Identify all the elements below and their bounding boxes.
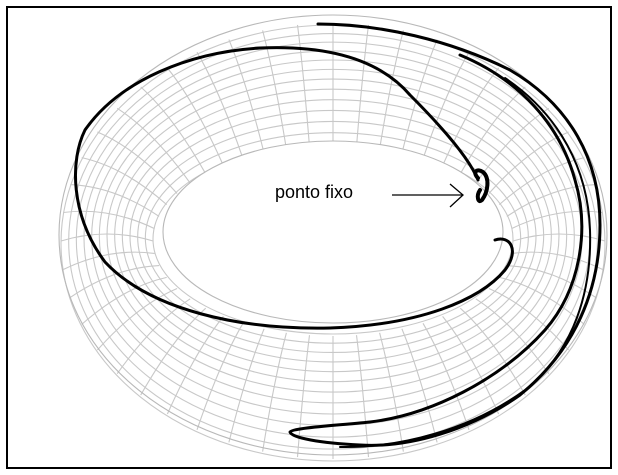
mesh-meridian — [402, 40, 437, 154]
fixed-point-label: ponto fixo — [275, 182, 353, 202]
mesh-meridian — [357, 335, 369, 457]
torus-inner-hole — [163, 141, 503, 323]
mesh-meridian — [476, 108, 549, 183]
mesh-meridian — [229, 40, 264, 154]
mesh-meridian — [167, 316, 223, 414]
mesh-meridian — [380, 30, 404, 149]
mesh-meridian — [117, 108, 190, 183]
